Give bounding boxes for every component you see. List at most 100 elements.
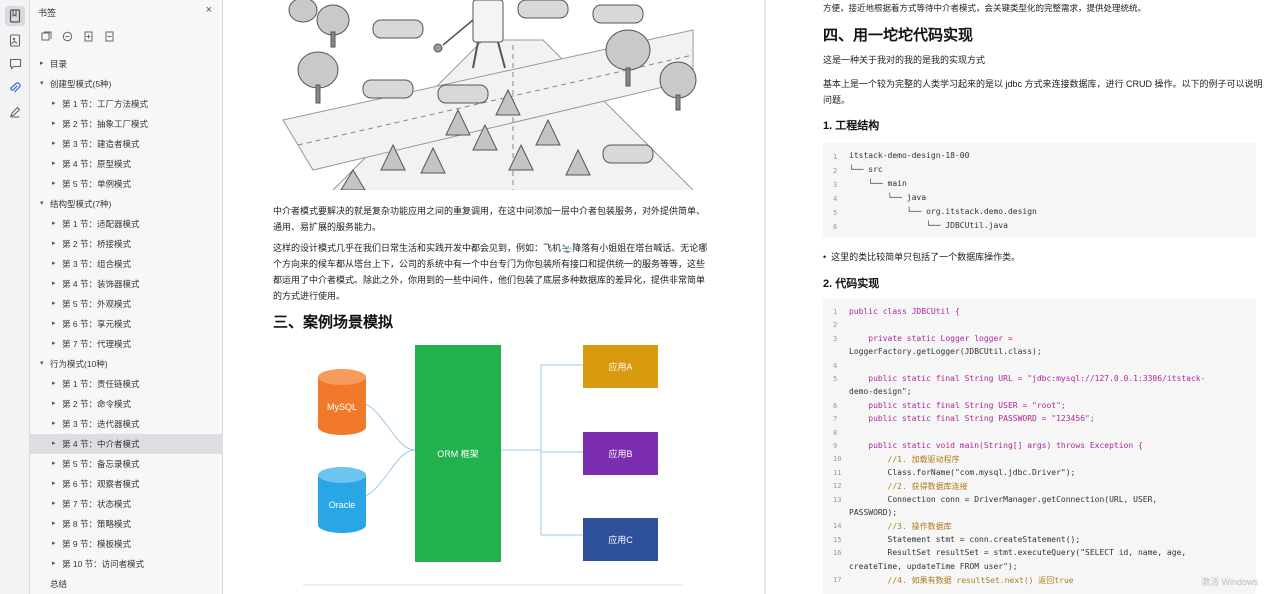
outline-label: 第 7 节：代理模式 [62, 339, 131, 349]
outline-item[interactable]: ▸第 6 节：享元模式 [30, 314, 223, 334]
expand-caret-icon[interactable]: ▸ [52, 220, 56, 227]
expand-caret-icon[interactable]: ▸ [52, 160, 56, 167]
outline-label: 第 2 节：桥接模式 [62, 239, 131, 249]
thumbnail-icon[interactable] [5, 30, 25, 50]
app-a-box: 应用A [583, 345, 658, 388]
expand-caret-icon[interactable]: ▸ [52, 140, 56, 147]
line-number: 8 [833, 428, 838, 437]
outline-section[interactable]: ▾创建型模式(5种) [30, 74, 223, 94]
expand-caret-icon[interactable]: ▸ [52, 260, 56, 267]
outline-item[interactable]: ▸ 第 2 节：抽象工厂模式 [30, 114, 223, 134]
outline-label: 行为模式(10种) [50, 359, 108, 369]
expand-caret-icon[interactable]: ▸ [52, 380, 56, 387]
expand-caret-icon[interactable]: ▾ [40, 360, 44, 367]
line-number: 1 [833, 308, 838, 316]
oracle-database: Oracle [318, 467, 366, 533]
expand-caret-icon[interactable]: ▸ [52, 560, 56, 567]
expand-caret-icon[interactable]: ▸ [52, 180, 56, 187]
tree-line: itstack-demo-design-18-00 [849, 151, 970, 160]
outline-item[interactable]: ▸ 第 7 节：状态模式 [30, 494, 223, 514]
line-number: 7 [833, 415, 838, 424]
code-line: public static final String USER = "root"… [849, 400, 1066, 410]
expand-caret-icon[interactable]: ▸ [52, 240, 56, 247]
expand-caret-icon[interactable]: ▸ [52, 480, 56, 487]
outline-section[interactable]: ▾ 行为模式(10种) [30, 354, 223, 374]
outline-section[interactable]: 总结 [30, 574, 223, 594]
outline-label: 第 3 节：建造者模式 [62, 139, 140, 149]
outline-item[interactable]: ▸第 5 节：外观模式 [30, 294, 223, 314]
add-bookmark-icon[interactable] [82, 30, 95, 43]
mysql-database: MySQL [318, 369, 366, 435]
expand-caret-icon[interactable]: ▸ [52, 340, 56, 347]
code-line: public static final String URL = "jdbc:m… [849, 374, 1206, 383]
signature-icon[interactable] [5, 102, 25, 122]
expand-caret-icon[interactable]: ▸ [52, 400, 56, 407]
line-number: 4 [833, 361, 838, 370]
app-c-box: 应用C [583, 518, 658, 561]
outline-item[interactable]: ▸ 第 1 节：适配器模式 [30, 214, 223, 234]
outline-item[interactable]: ▸第 4 节：原型模式 [30, 154, 223, 174]
expand-caret-icon[interactable]: ▸ [52, 320, 56, 327]
collapse-all-icon[interactable] [61, 30, 74, 43]
expand-caret-icon[interactable]: ▸ [52, 420, 56, 427]
outline-item[interactable]: ▸第 4 节：中介者模式 [30, 434, 223, 454]
outline-item[interactable]: ▸ 第 3 节：迭代器模式 [30, 414, 223, 434]
outline-item[interactable]: ▸ 第 3 节：建造者模式 [30, 134, 223, 154]
expand-caret-icon[interactable]: ▸ [52, 120, 56, 127]
expand-caret-icon[interactable]: ▸ [52, 540, 56, 547]
comment-icon[interactable] [5, 54, 25, 74]
tree-line: └── org.itstack.demo.design [849, 207, 1037, 216]
outline-section[interactable]: ▸目录 [30, 54, 223, 74]
outline-item[interactable]: ▸第 1 节：工厂方法模式 [30, 94, 223, 114]
outline-item[interactable]: ▸第 4 节：装饰器模式 [30, 274, 223, 294]
outline-item[interactable]: ▸第 5 节：单例模式 [30, 174, 223, 194]
expand-caret-icon[interactable]: ▾ [40, 200, 44, 207]
expand-caret-icon[interactable]: ▸ [40, 60, 44, 67]
outline-section[interactable]: ▾结构型模式(7种) [30, 194, 223, 214]
outline-item[interactable]: ▸ 第 6 节：观察者模式 [30, 474, 223, 494]
oracle-label: Oracle [328, 500, 356, 510]
outline-label: 第 7 节：状态模式 [62, 499, 131, 509]
code-line: public class JDBCUtil { [849, 307, 960, 316]
outline-item[interactable]: ▸第 2 节：命令模式 [30, 394, 223, 414]
line-number: 3 [833, 181, 838, 189]
paragraph-1: 中介者模式要解决的就是复杂功能应用之间的重复调用，在这中间添加一层中介者包装服务… [273, 206, 706, 232]
outline-label: 第 2 节：抽象工厂模式 [62, 119, 148, 129]
outline-item[interactable]: ▸第 1 节：责任链模式 [30, 374, 223, 394]
document-view[interactable]: 中介者模式要解决的就是复杂功能应用之间的重复调用，在这中间添加一层中介者包装服务… [223, 0, 1280, 594]
outline-label: 第 1 节：适配器模式 [62, 219, 140, 229]
outline-label: 第 5 节：备忘录模式 [62, 459, 140, 469]
outline-label: 第 6 节：观察者模式 [62, 479, 140, 489]
attachment-icon[interactable] [5, 78, 25, 98]
outline-item[interactable]: ▸第 9 节：模板模式 [30, 534, 223, 554]
expand-caret-icon[interactable]: ▸ [52, 460, 56, 467]
expand-all-icon[interactable] [40, 30, 53, 43]
outline-item[interactable]: ▸ 第 10 节：访问者模式 [30, 554, 223, 574]
expand-caret-icon[interactable]: ▸ [52, 300, 56, 307]
line-number: 2 [833, 321, 838, 330]
outline-item[interactable]: ▸ 第 5 节：备忘录模式 [30, 454, 223, 474]
delete-bookmark-icon[interactable] [103, 30, 116, 43]
code-line: //3. 操作数据库 [849, 522, 952, 532]
outline-item[interactable]: ▸ 第 7 节：代理模式 [30, 334, 223, 354]
code-line: //2. 获得数据库连接 [849, 482, 968, 492]
expand-caret-icon[interactable]: ▸ [52, 520, 56, 527]
expand-caret-icon[interactable]: ▾ [40, 80, 44, 87]
expand-caret-icon[interactable]: ▸ [52, 500, 56, 507]
outline-item[interactable]: ▸ 第 2 节：桥接模式 [30, 234, 223, 254]
expand-caret-icon[interactable]: ▸ [52, 280, 56, 287]
line-number: 6 [833, 223, 838, 231]
line-number: 10 [833, 455, 842, 464]
code-line: ResultSet resultSet = stmt.executeQuery(… [849, 548, 1187, 558]
implementation-heading: 2. 代码实现 [823, 278, 880, 290]
outline-item[interactable]: ▸ 第 3 节：组合模式 [30, 254, 223, 274]
close-icon[interactable]: × [205, 4, 212, 16]
bookmark-icon[interactable] [5, 6, 25, 26]
outline-label: 第 3 节：组合模式 [62, 259, 131, 269]
expand-caret-icon[interactable]: ▸ [52, 100, 56, 107]
outline-label: 第 3 节：迭代器模式 [62, 419, 140, 429]
expand-caret-icon[interactable]: ▸ [52, 440, 56, 447]
outline-label: 第 10 节：访问者模式 [62, 559, 145, 569]
outline-item[interactable]: ▸第 8 节：策略模式 [30, 514, 223, 534]
code-line: PASSWORD); [849, 508, 898, 517]
